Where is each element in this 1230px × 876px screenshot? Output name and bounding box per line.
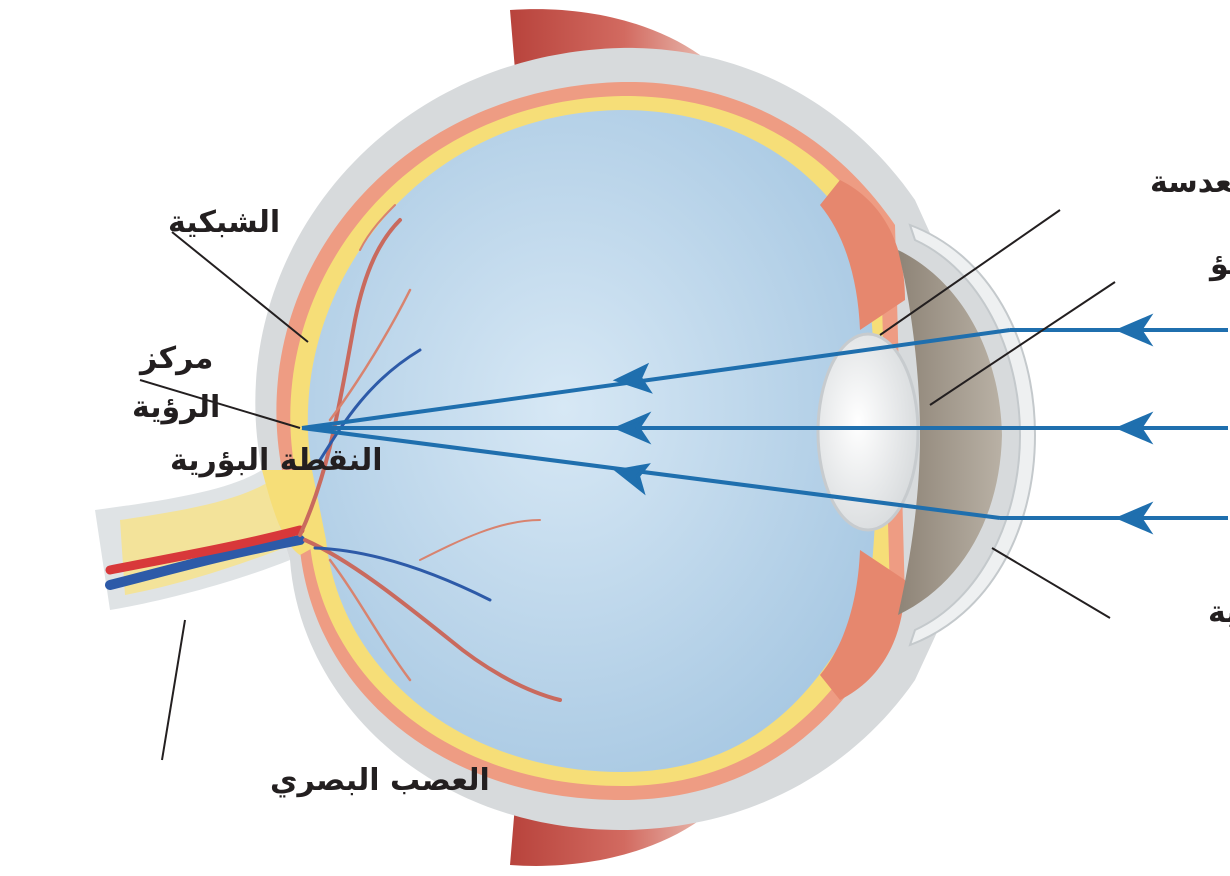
label-focal-point: النقطة البؤرية <box>170 443 383 478</box>
cornea-leader <box>992 548 1110 618</box>
label-optic-nerve: العصب البصري <box>270 763 490 798</box>
label-vision-center-line2: الرؤية <box>132 390 220 425</box>
optic-nerve-leader <box>162 620 185 760</box>
label-cornea: القرنية <box>1208 595 1230 630</box>
label-lens: العدسة <box>1150 165 1230 200</box>
label-vision-center-line1: مركز <box>138 341 213 376</box>
label-pupil: البؤبؤ <box>1208 247 1230 282</box>
label-retina: الشبكية <box>168 205 280 240</box>
